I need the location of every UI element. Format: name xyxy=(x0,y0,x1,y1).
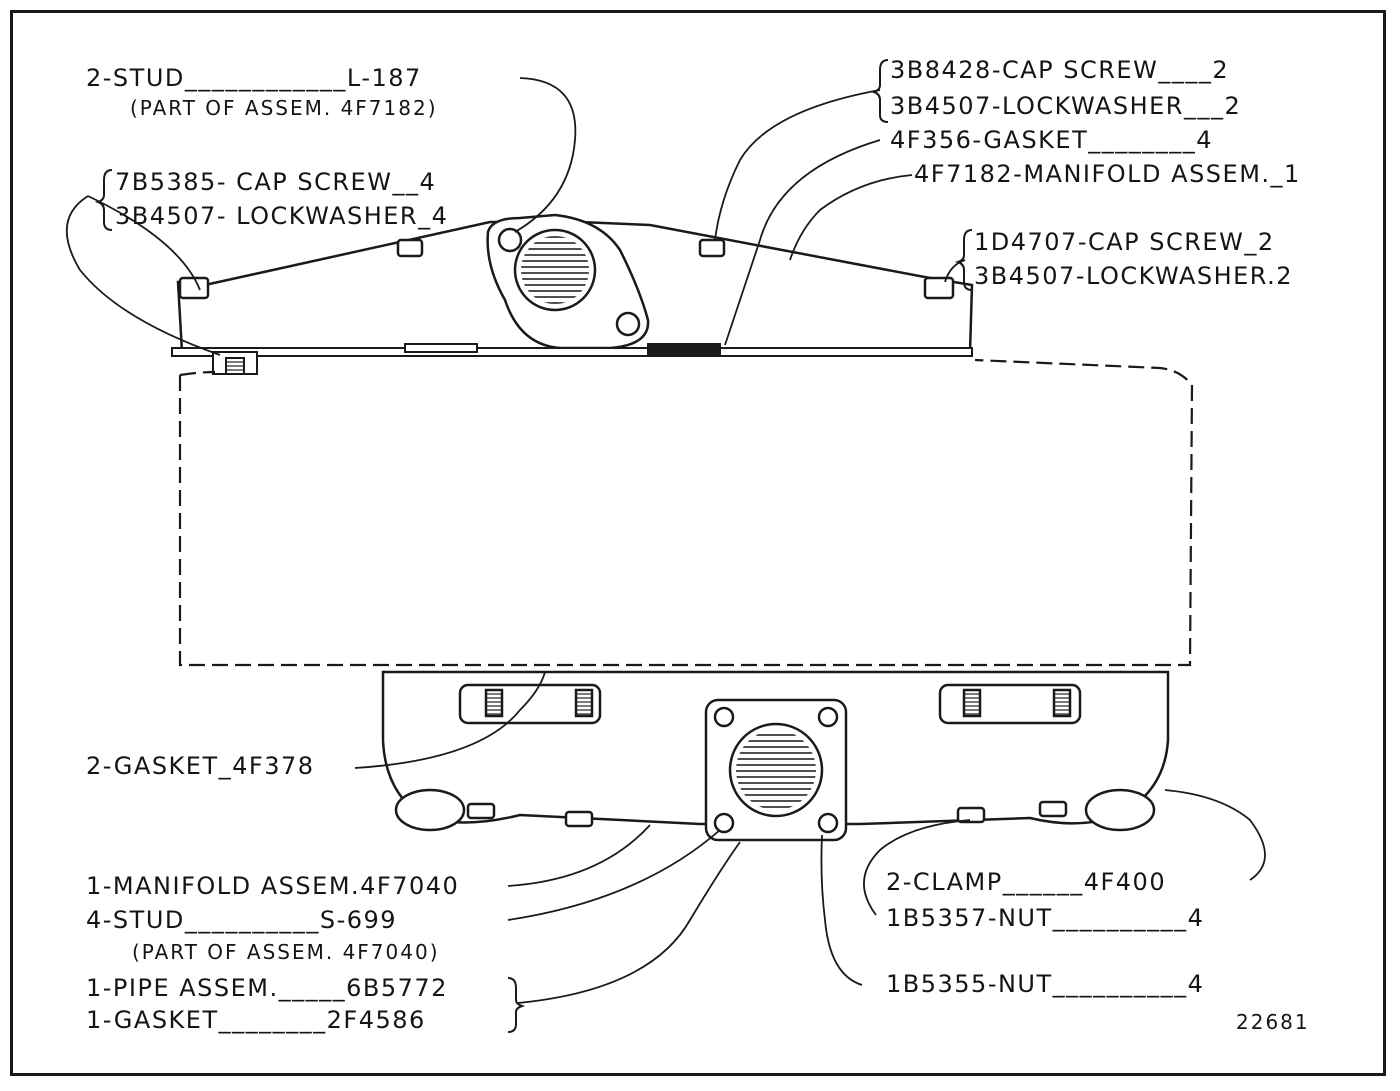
label-gasket-4f356: 4F356-GASKET________4 xyxy=(890,126,1214,154)
bottom-manifold xyxy=(381,670,1170,842)
label-lockwasher-3b4507-c: 3B4507-LOCKWASHER.2 xyxy=(974,262,1294,290)
label-stud-l187: 2-STUD____________L-187 xyxy=(86,64,422,92)
drawing-frame xyxy=(10,10,1386,1076)
braces xyxy=(94,59,973,1033)
label-manifold-4f7182: 4F7182-MANIFOLD ASSEM._1 xyxy=(914,160,1301,188)
engine-block-outline xyxy=(178,358,1194,667)
label-gasket-4f378: 2-GASKET_4F378 xyxy=(86,752,315,780)
label-gasket-2f4586: 1-GASKET________2F4586 xyxy=(86,1006,426,1034)
label-clamp-4f400: 2-CLAMP______4F400 xyxy=(886,868,1167,896)
label-lockwasher-3b4507-a: 3B4507- LOCKWASHER_4 xyxy=(115,202,449,230)
label-nut-1b5355: 1B5355-NUT__________4 xyxy=(886,970,1205,998)
label-cap-screw-1d4707: 1D4707-CAP SCREW_2 xyxy=(974,228,1275,256)
label-nut-1b5357: 1B5357-NUT__________4 xyxy=(886,904,1205,932)
top-gasket-strip xyxy=(171,343,973,375)
label-stud-s699: 4-STUD__________S-699 xyxy=(86,906,398,934)
label-stud-s699-note: (PART OF ASSEM. 4F7040) xyxy=(132,940,440,964)
top-manifold xyxy=(176,213,974,354)
label-lockwasher-3b4507-b: 3B4507-LOCKWASHER___2 xyxy=(890,92,1242,120)
label-stud-l187-note: (PART OF ASSEM. 4F7182) xyxy=(130,96,438,120)
leader-lines xyxy=(65,77,1266,1004)
label-cap-screw-3b8428: 3B8428-CAP SCREW____2 xyxy=(890,56,1230,84)
figure-number: 22681 xyxy=(1236,1010,1310,1034)
label-manifold-4f7040: 1-MANIFOLD ASSEM.4F7040 xyxy=(86,872,460,900)
label-cap-screw-7b5385: 7B5385- CAP SCREW__4 xyxy=(115,168,437,196)
label-pipe-6b5772: 1-PIPE ASSEM._____6B5772 xyxy=(86,974,448,1002)
